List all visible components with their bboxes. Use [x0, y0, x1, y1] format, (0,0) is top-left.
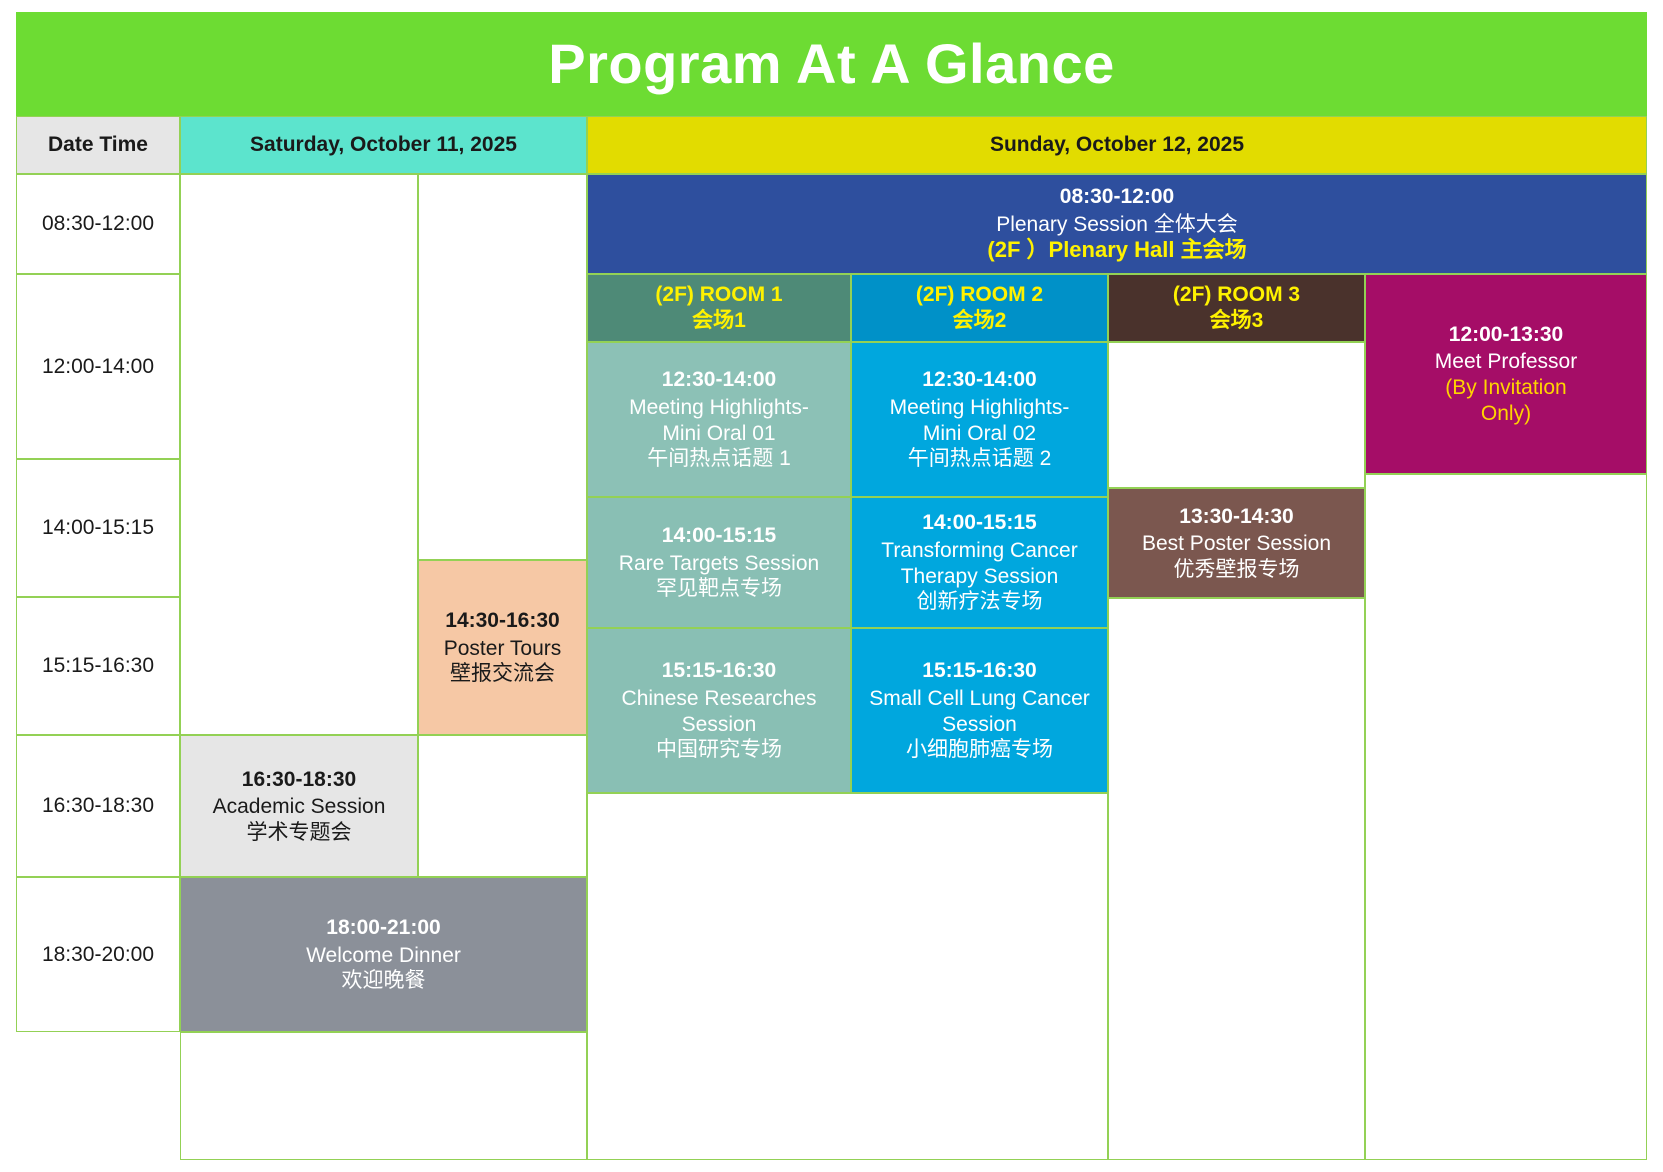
column-header-sunday: Sunday, October 12, 2025	[587, 116, 1647, 174]
session-time: 14:00-15:15	[661, 524, 777, 548]
time-label: 14:00-15:15	[41, 516, 155, 540]
saturday-col-b-empty-top	[418, 174, 587, 560]
time-label: 12:00-14:00	[41, 354, 155, 378]
date-time-label: Date Time	[48, 133, 148, 157]
session-transforming-cancer-therapy[interactable]: 14:00-15:15 Transforming Cancer Therapy …	[851, 497, 1108, 628]
sunday-label: Sunday, October 12, 2025	[989, 133, 1245, 157]
room-label-cn: 会场1	[692, 309, 746, 332]
room-label: (2F) ROOM 3	[1172, 283, 1301, 307]
session-time: 13:30-14:30	[1179, 504, 1294, 528]
time-label: 16:30-18:30	[41, 794, 155, 818]
time-label: 15:15-16:30	[41, 654, 155, 678]
session-time: 15:15-16:30	[922, 659, 1037, 683]
session-time: 15:15-16:30	[661, 659, 777, 683]
session-name: Academic Session	[212, 795, 386, 819]
session-mini-oral-01[interactable]: 12:30-14:00 Meeting Highlights- Mini Ora…	[587, 342, 851, 497]
title-banner: Program At A Glance	[16, 12, 1647, 116]
session-time: 14:30-16:30	[445, 609, 560, 633]
session-time: 12:30-14:00	[661, 368, 777, 392]
session-name-cn: 学术专题会	[246, 820, 352, 844]
session-name-line2: Session	[942, 712, 1017, 736]
session-academic[interactable]: 16:30-18:30 Academic Session 学术专题会	[180, 735, 418, 877]
session-name-line1: Meeting Highlights-	[889, 395, 1070, 419]
session-name: Welcome Dinner	[306, 943, 461, 967]
time-slot-1200-1400: 12:00-14:00	[16, 274, 180, 459]
session-name-cn: 欢迎晚餐	[341, 969, 426, 993]
time-label: 08:30-12:00	[41, 212, 155, 236]
room-1-2-empty-tail	[587, 793, 1108, 1160]
session-time: 08:30-12:00	[1059, 184, 1175, 208]
session-time: 12:00-13:30	[1448, 322, 1564, 346]
session-name: Meet Professor	[1434, 350, 1578, 374]
meet-professor-column-empty	[1365, 474, 1647, 1160]
session-name-cn: 壁报交流会	[450, 662, 555, 686]
time-slot-1630-1830: 16:30-18:30	[16, 735, 180, 877]
session-venue: (2F ）Plenary Hall 主会场	[987, 237, 1247, 263]
session-name-line2: Therapy Session	[900, 564, 1059, 588]
session-name: Poster Tours	[443, 636, 562, 660]
session-time: 14:00-15:15	[922, 511, 1037, 535]
session-plenary[interactable]: 08:30-12:00 Plenary Session 全体大会 (2F ）Pl…	[587, 174, 1647, 274]
room-label-cn: 会场2	[952, 309, 1007, 332]
schedule-grid: Date Time Saturday, October 11, 2025 Sun…	[16, 116, 1647, 1160]
session-name: Plenary Session 全体大会	[996, 212, 1238, 236]
session-chinese-researches[interactable]: 15:15-16:30 Chinese Researches Session 中…	[587, 628, 851, 793]
page-title: Program At A Glance	[548, 32, 1115, 95]
time-slot-0830-1200: 08:30-12:00	[16, 174, 180, 274]
session-welcome-dinner[interactable]: 18:00-21:00 Welcome Dinner 欢迎晚餐	[180, 877, 587, 1032]
session-best-poster[interactable]: 13:30-14:30 Best Poster Session 优秀壁报专场	[1108, 488, 1365, 598]
time-slot-1400-1515: 14:00-15:15	[16, 459, 180, 597]
session-name-cn: 优秀壁报专场	[1173, 557, 1300, 581]
time-label: 18:30-20:00	[41, 942, 155, 966]
room-label-cn: 会场3	[1209, 309, 1264, 332]
room-3-empty-bottom	[1108, 598, 1365, 1160]
saturday-empty-tail	[180, 1032, 587, 1160]
session-name-line1: Meeting Highlights-	[629, 395, 809, 419]
session-name-cn: 午间热点话题 1	[647, 447, 791, 471]
session-name-cn: 罕见靶点专场	[656, 577, 782, 601]
session-note-line1: (By Invitation	[1445, 376, 1567, 399]
time-slot-1830-2000: 18:30-20:00	[16, 877, 180, 1032]
saturday-label: Saturday, October 11, 2025	[250, 133, 517, 157]
session-note-line2: Only)	[1480, 401, 1532, 425]
room-label: (2F) ROOM 2	[915, 283, 1044, 307]
session-time: 18:00-21:00	[326, 916, 441, 940]
session-name-line2: Mini Oral 02	[922, 421, 1037, 445]
room-header-3: (2F) ROOM 3 会场3	[1108, 274, 1365, 342]
session-poster-tours[interactable]: 14:30-16:30 Poster Tours 壁报交流会	[418, 560, 587, 735]
session-rare-targets[interactable]: 14:00-15:15 Rare Targets Session 罕见靶点专场	[587, 497, 851, 628]
column-header-date-time: Date Time	[16, 116, 180, 174]
session-name: Rare Targets Session	[618, 551, 820, 575]
column-header-saturday: Saturday, October 11, 2025	[180, 116, 587, 174]
session-name-line1: Small Cell Lung Cancer	[869, 686, 1090, 710]
session-name-cn: 午间热点话题 2	[907, 447, 1052, 471]
room-3-empty-top	[1108, 342, 1365, 488]
session-name-cn: 小细胞肺癌专场	[906, 738, 1053, 762]
session-name-line2: Session	[681, 712, 757, 736]
session-name: Best Poster Session	[1141, 532, 1332, 556]
session-name-line2: Mini Oral 01	[662, 421, 776, 445]
time-slot-1515-1630: 15:15-16:30	[16, 597, 180, 735]
session-name-line1: Transforming Cancer	[881, 538, 1078, 562]
session-mini-oral-02[interactable]: 12:30-14:00 Meeting Highlights- Mini Ora…	[851, 342, 1108, 497]
session-name-line1: Chinese Researches	[621, 686, 817, 710]
room-header-1: (2F) ROOM 1 会场1	[587, 274, 851, 342]
session-meet-professor[interactable]: 12:00-13:30 Meet Professor (By Invitatio…	[1365, 274, 1647, 474]
room-label: (2F) ROOM 1	[655, 283, 783, 307]
session-small-cell-lung-cancer[interactable]: 15:15-16:30 Small Cell Lung Cancer Sessi…	[851, 628, 1108, 793]
session-time: 12:30-14:00	[922, 368, 1037, 392]
session-name-cn: 中国研究专场	[656, 738, 782, 762]
saturday-col-b-empty-bottom	[418, 735, 587, 877]
session-time: 16:30-18:30	[241, 767, 357, 791]
room-header-2: (2F) ROOM 2 会场2	[851, 274, 1108, 342]
session-name-cn: 创新疗法专场	[916, 590, 1043, 614]
saturday-col-a-empty	[180, 174, 418, 735]
